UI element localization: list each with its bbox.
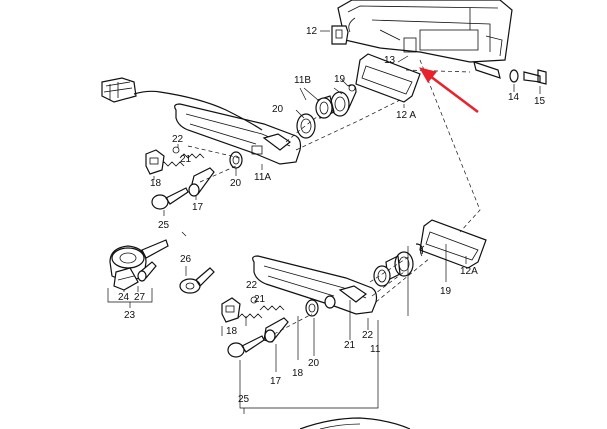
label-11: 11 — [370, 344, 381, 355]
lock-cylinder-24-27 — [109, 239, 169, 291]
bracket-part-23 — [107, 288, 153, 308]
label-21-bottom: 21 — [254, 294, 266, 305]
part-labels: 12 13 11B 19 12 A 14 15 20 22 21 18 17 2… — [118, 26, 546, 405]
label-21-right: 21 — [344, 340, 356, 351]
label-26: 26 — [180, 254, 192, 265]
label-22-right: 22 — [362, 330, 374, 341]
handle-bushings-top — [295, 87, 350, 139]
label-18-bottom: 18 — [226, 326, 238, 337]
gasket-plate-12a-bottom — [419, 219, 487, 269]
bracket-lower-group — [239, 320, 379, 414]
label-19-top: 19 — [334, 74, 346, 85]
leader-lines — [123, 55, 467, 372]
body-panel-fragment — [299, 417, 411, 429]
cable-harness — [101, 77, 263, 131]
key-fob-part-26 — [179, 266, 215, 294]
label-20-mid: 20 — [230, 178, 242, 189]
label-27: 27 — [134, 292, 146, 303]
handle-bushings-bottom — [373, 243, 423, 287]
label-12a-bottom: 12A — [460, 266, 478, 277]
label-22-bottom: 22 — [246, 280, 258, 291]
label-19-bottom: 19 — [440, 286, 452, 297]
bolt-part-15 — [473, 61, 547, 94]
label-20-bottom: 20 — [308, 358, 320, 369]
label-12-top: 12 — [306, 26, 318, 37]
label-20-top: 20 — [272, 104, 284, 115]
label-11b: 11B — [294, 75, 311, 86]
label-22-top: 22 — [172, 134, 184, 145]
key-part-25-bottom — [227, 335, 265, 358]
lock-parts-lower — [221, 296, 289, 343]
label-23: 23 — [124, 310, 136, 321]
label-24: 24 — [118, 292, 130, 303]
door-handle-lower — [252, 255, 378, 315]
label-25-bottom: 25 — [238, 394, 250, 405]
label-21-top: 21 — [180, 154, 192, 165]
label-12a-top: 12 A — [396, 110, 416, 121]
door-handle-upper — [174, 103, 302, 165]
label-18-lower: 18 — [292, 368, 304, 379]
label-15: 15 — [534, 96, 546, 107]
label-14: 14 — [508, 92, 520, 103]
label-13: 13 — [384, 55, 396, 66]
clip-part-19-top — [341, 79, 357, 111]
washer-part-20-bottom — [305, 299, 319, 317]
label-25-top: 25 — [158, 220, 170, 231]
washer-part-20-top — [229, 151, 243, 169]
gasket-plate-12a-top — [355, 53, 421, 108]
label-11a: 11A — [254, 172, 271, 183]
key-part-25-top — [151, 187, 189, 216]
label-17-top: 17 — [192, 202, 204, 213]
label-18-top: 18 — [150, 178, 162, 189]
lock-parts-upper — [145, 146, 215, 200]
red-pointer-arrow — [418, 67, 479, 114]
tailgate-panel — [337, 0, 513, 63]
assembly-dashed-lines — [187, 59, 481, 335]
clip-part-12 — [320, 25, 349, 45]
label-17-bottom: 17 — [270, 376, 282, 387]
